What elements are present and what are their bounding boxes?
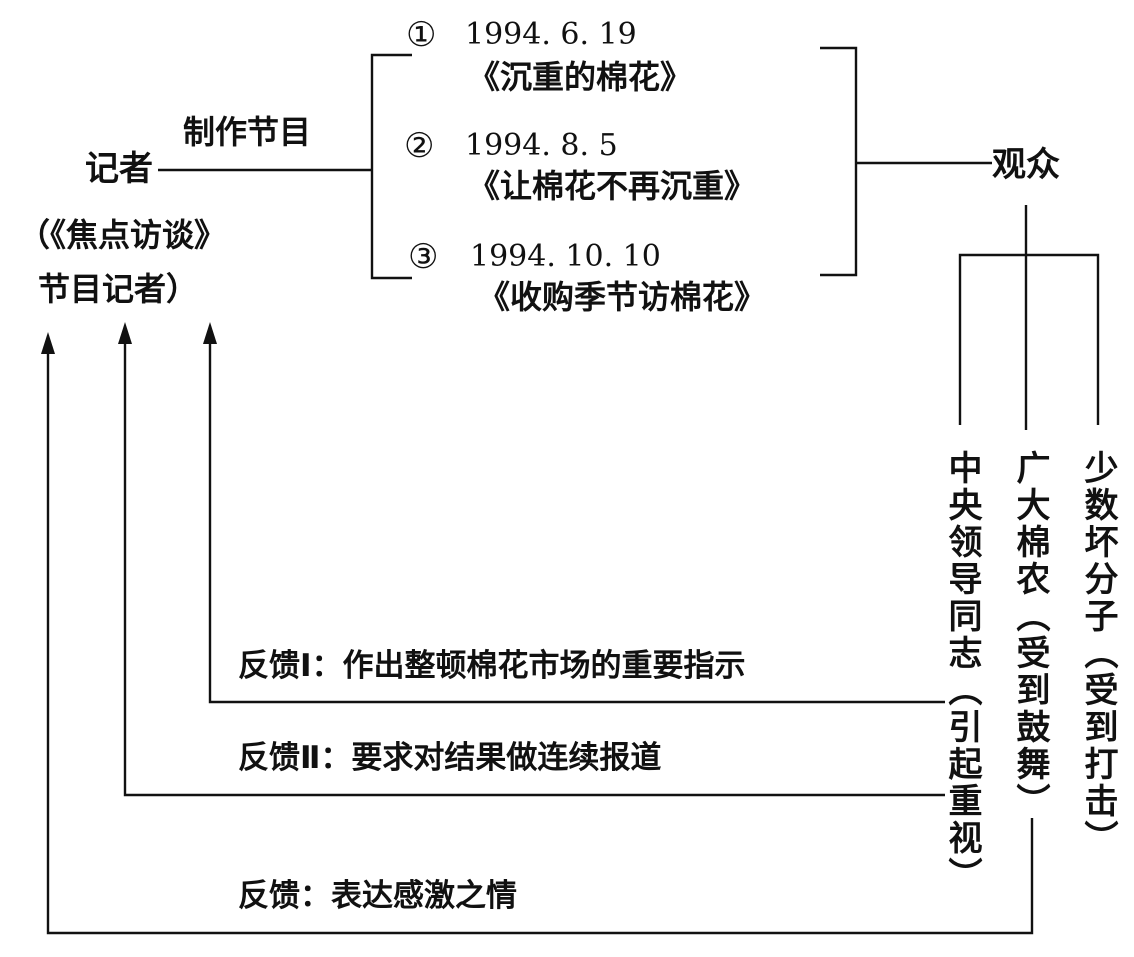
program-1-marker: ①	[406, 15, 436, 55]
audience-group-bad-elements: 少数坏分子（受到打击）	[1078, 450, 1118, 857]
programs-left-bracket	[370, 53, 412, 280]
make-program-label: 制作节目	[183, 113, 311, 151]
audience-label: 观众	[992, 145, 1060, 185]
program-3-date: 1994. 10. 10	[470, 239, 661, 274]
feedback-3-path	[46, 350, 1034, 935]
reporter-label: 记者	[85, 149, 153, 189]
feedback-arrowhead-2	[118, 322, 132, 344]
feedback-1-path	[208, 340, 945, 704]
program-2-title: 《让棉花不再沉重》	[468, 167, 756, 205]
feedback-1-label: 反馈Ⅰ：作出整顿棉花市场的重要指示	[238, 648, 746, 684]
program-3-marker: ③	[408, 237, 438, 277]
program-3-title: 《收购季节访棉花》	[478, 278, 766, 316]
program-1-date: 1994. 6. 19	[465, 17, 637, 52]
feedback-arrowhead-3	[41, 332, 55, 354]
feedback-2-path	[123, 340, 945, 797]
reporter-subtitle-line1: （《焦点访谈》	[18, 216, 226, 254]
audience-groups-bracket	[958, 253, 1100, 425]
program-2-date: 1994. 8. 5	[465, 128, 618, 163]
programs-right-bracket	[820, 46, 858, 277]
reporter-subtitle-line2: 节目记者）	[38, 270, 198, 308]
feedback-3-label: 反馈：表达感激之情	[238, 878, 517, 914]
feedback-arrowhead-1	[203, 322, 217, 344]
program-2-marker: ②	[404, 126, 434, 166]
program-1-title: 《沉重的棉花》	[468, 58, 692, 96]
audience-group-leaders: 中央领导同志（引起重视）	[942, 450, 982, 894]
feedback-2-label: 反馈Ⅱ：要求对结果做连续报道	[238, 740, 661, 776]
audience-group-farmers: 广大棉农（受到鼓舞）	[1010, 450, 1050, 820]
